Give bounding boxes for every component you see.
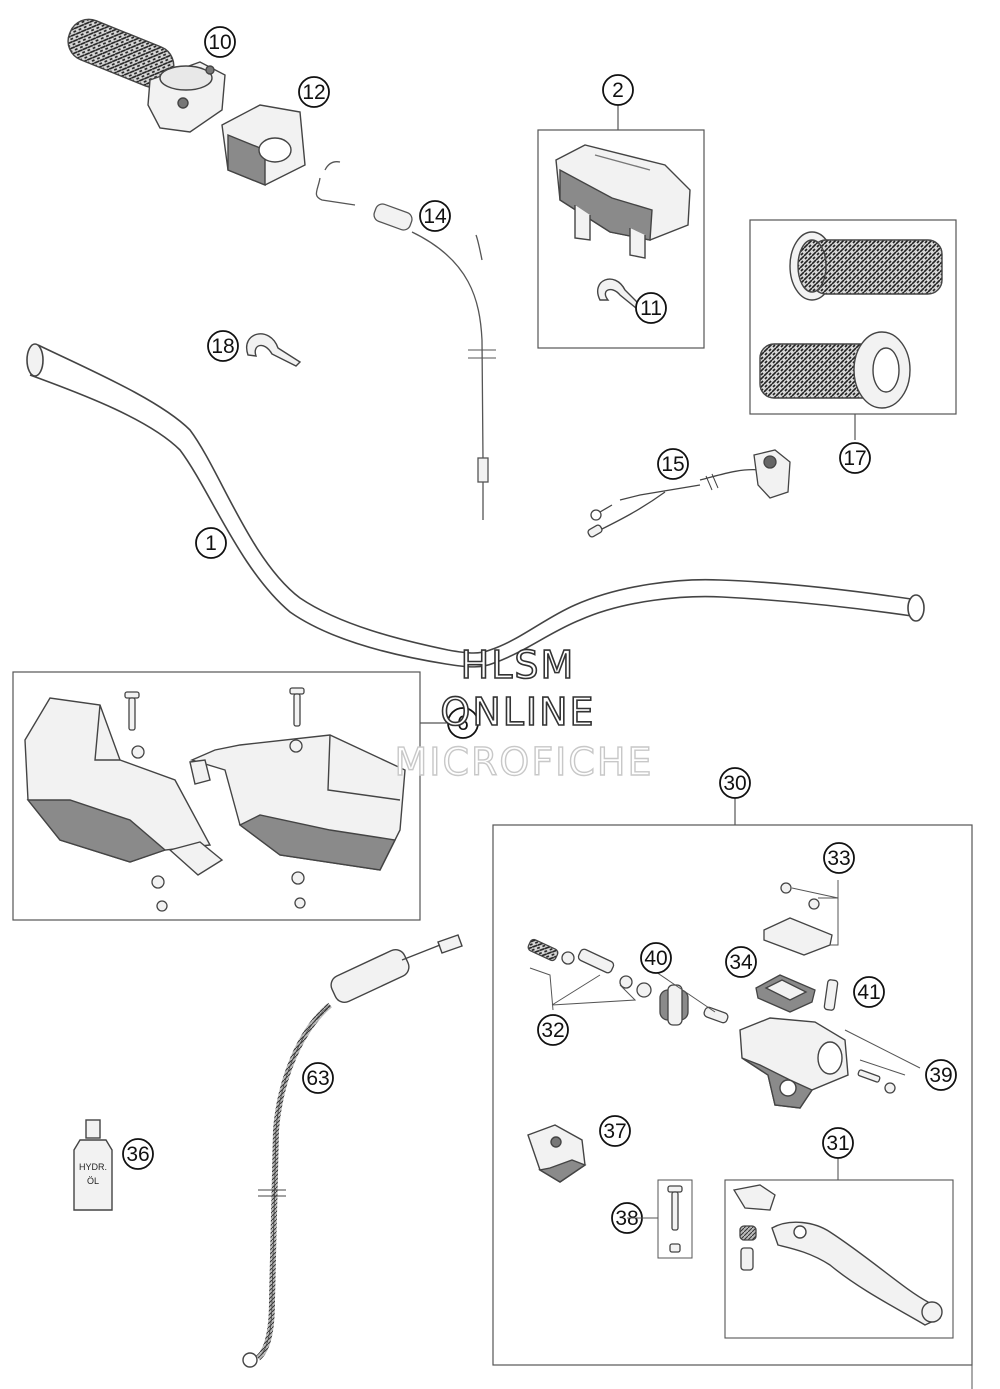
callout-32: 32 [537, 1014, 569, 1046]
master-cylinder-box [492, 798, 973, 1389]
callout-10: 10 [204, 26, 236, 58]
svg-text:31: 31 [826, 1132, 849, 1155]
cable-tie-18 [245, 333, 302, 367]
callout-17: 17 [839, 442, 871, 474]
svg-text:40: 40 [644, 947, 667, 970]
clutch-lever [771, 1221, 943, 1326]
hand-guard-bolts [124, 687, 306, 912]
callout-30: 30 [719, 767, 751, 799]
clamp [527, 1124, 587, 1183]
piston-set [527, 938, 652, 998]
svg-text:37: 37 [603, 1120, 626, 1143]
grip-set-box [749, 219, 957, 440]
callout-37: 37 [599, 1115, 631, 1147]
throttle-cover [221, 104, 306, 187]
grip-left [789, 231, 943, 301]
svg-text:12: 12 [302, 81, 325, 104]
callout-39: 39 [925, 1059, 957, 1091]
callout-11: 11 [635, 292, 667, 324]
pin-and-oring [857, 1069, 896, 1094]
handlebar [26, 343, 925, 668]
watermark: HLSM ONLINE MICROFICHE [394, 642, 653, 785]
svg-text:41: 41 [857, 981, 880, 1004]
hand-guard-left [24, 697, 224, 876]
callout-40: 40 [640, 942, 672, 974]
svg-text:6: 6 [457, 712, 469, 735]
svg-text:63: 63 [306, 1067, 329, 1090]
callout-36: 36 [122, 1138, 154, 1170]
bottle-label-line2: ÖL [87, 1176, 99, 1186]
callout-1: 1 [195, 527, 227, 559]
handlebar-pad-box [537, 103, 705, 349]
watermark-line1: HLSM [461, 643, 576, 687]
callout-33: 33 [823, 842, 855, 874]
pivot-screw [823, 979, 839, 1011]
callout-6: 6 [447, 707, 479, 739]
master-cylinder-body [739, 1017, 849, 1109]
adjuster-and-spring [732, 1184, 776, 1271]
svg-text:32: 32 [541, 1019, 564, 1042]
clutch-hose [242, 934, 463, 1368]
reservoir-cover [763, 882, 833, 956]
svg-text:10: 10 [208, 31, 231, 54]
svg-text:17: 17 [843, 447, 866, 470]
clutch-lever-box [724, 1158, 954, 1339]
callout-18: 18 [207, 330, 239, 362]
svg-text:11: 11 [640, 297, 662, 320]
diaphragm [755, 974, 816, 1013]
callout-12: 12 [298, 76, 330, 108]
clamp-bolt [657, 1179, 693, 1259]
cable-tie [597, 278, 642, 309]
svg-text:18: 18 [211, 335, 234, 358]
callout-14: 14 [419, 200, 451, 232]
boot-and-pushrod [659, 984, 729, 1026]
grip-right [759, 331, 911, 409]
leader-lines [627, 1217, 658, 1219]
hydraulic-oil-bottle: HYDR. ÖL [73, 1119, 113, 1211]
callout-41: 41 [853, 976, 885, 1008]
bottle-label-line1: HYDR. [79, 1162, 107, 1172]
svg-text:15: 15 [661, 453, 684, 476]
hand-guard-right [189, 734, 406, 871]
svg-text:36: 36 [126, 1143, 149, 1166]
svg-text:2: 2 [612, 79, 624, 102]
watermark-line3: MICROFICHE [394, 740, 653, 784]
callout-2: 2 [602, 74, 634, 106]
throttle-cable [315, 161, 496, 520]
hand-guards-box [12, 671, 448, 921]
callout-31: 31 [822, 1127, 854, 1159]
throttle-grip-assembly [67, 18, 226, 133]
svg-text:30: 30 [723, 772, 746, 795]
kill-switch [587, 449, 791, 538]
svg-text:39: 39 [929, 1064, 952, 1087]
callouts: 10 12 2 14 11 18 17 15 1 6 30 33 40 34 4… [122, 26, 957, 1234]
svg-text:33: 33 [827, 847, 850, 870]
handlebar-pad [555, 144, 691, 259]
callout-63: 63 [302, 1062, 334, 1094]
svg-text:34: 34 [729, 951, 753, 974]
watermark-line2: ONLINE [440, 690, 595, 734]
callout-15: 15 [657, 448, 689, 480]
callout-34: 34 [725, 946, 757, 978]
svg-text:14: 14 [423, 205, 447, 228]
svg-text:1: 1 [205, 532, 217, 555]
